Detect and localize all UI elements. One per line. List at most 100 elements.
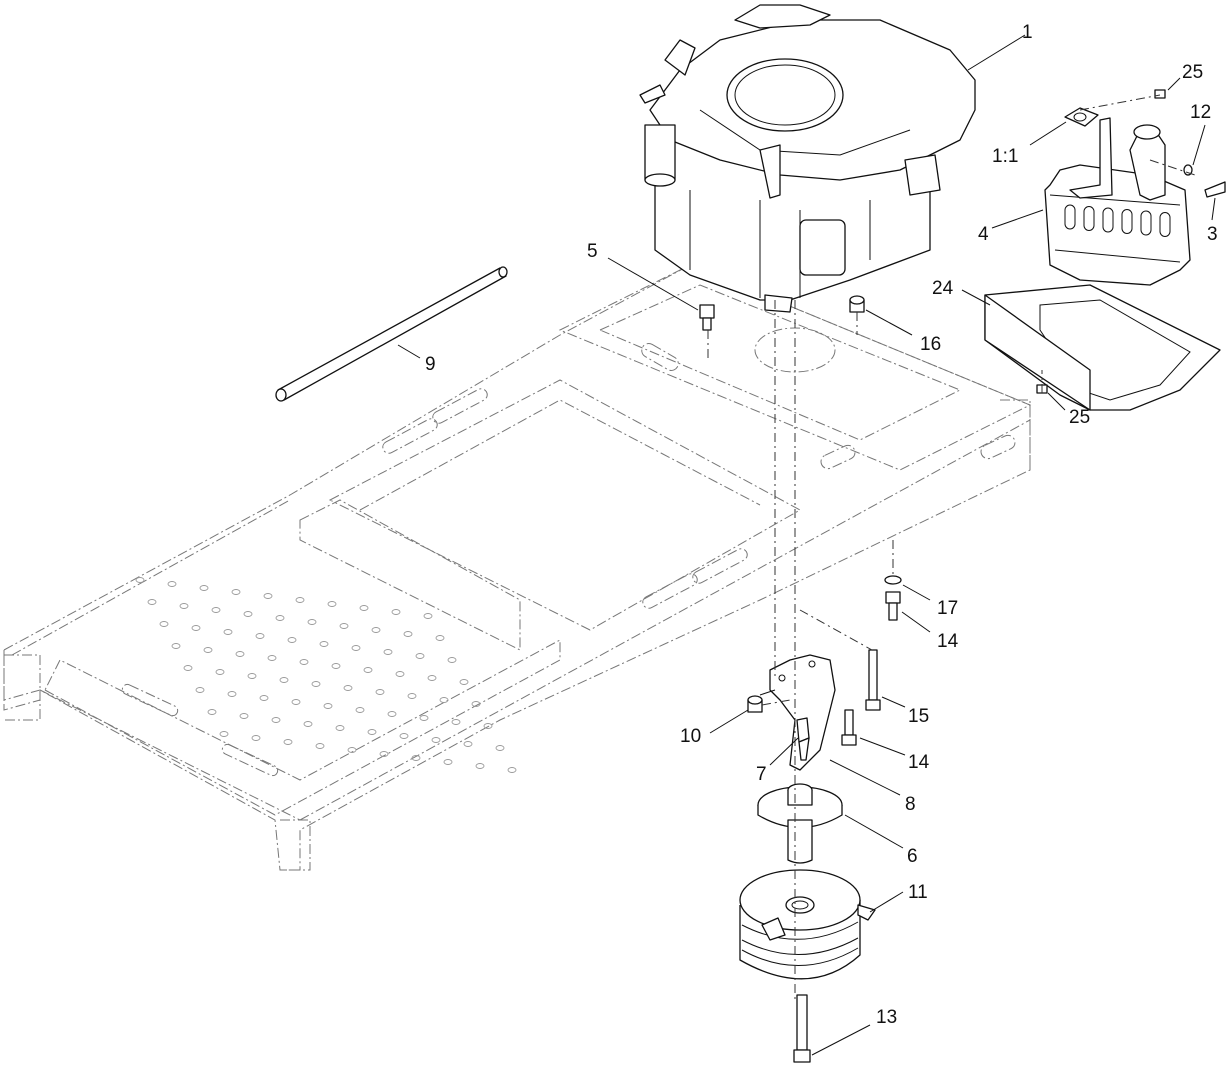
- deck-hole: [295, 597, 305, 603]
- callout-12: 12: [1190, 102, 1211, 123]
- deck-hole: [311, 681, 321, 687]
- deck-hole: [351, 645, 361, 651]
- deck-hole: [407, 693, 417, 699]
- callout-14: 14: [937, 631, 959, 652]
- deck-hole: [215, 669, 225, 675]
- muffler-fin: [1159, 212, 1171, 237]
- deck-hole: [347, 747, 357, 753]
- deck-hole: [219, 731, 229, 737]
- deck-hole: [135, 577, 145, 583]
- deck-hole: [231, 589, 241, 595]
- callout-1-1: 1:1: [992, 146, 1018, 167]
- deck-hole: [319, 641, 329, 647]
- callout-6: 6: [907, 846, 918, 867]
- deck-hole: [359, 605, 369, 611]
- deck-hole: [287, 637, 297, 643]
- deck-hole: [227, 691, 237, 697]
- callout-25b: 25: [1069, 407, 1090, 428]
- deck-hole: [263, 593, 273, 599]
- deck-hole: [387, 711, 397, 717]
- deck-hole: [415, 653, 425, 659]
- muffler-fin: [1064, 204, 1076, 230]
- deck-hole: [207, 709, 217, 715]
- leader-lines: [397, 34, 1216, 1056]
- deck-hole: [395, 671, 405, 677]
- deck-hole: [267, 655, 277, 661]
- callout-4: 4: [978, 224, 989, 245]
- deck-hole: [379, 751, 389, 757]
- deck-hole: [303, 721, 313, 727]
- pto-clutch-part-11: [739, 869, 876, 980]
- pulley-part-6: [757, 783, 843, 864]
- deck-hole: [323, 703, 333, 709]
- deck-hole: [179, 603, 189, 609]
- muffler-fin: [1140, 210, 1152, 236]
- deck-hole: [411, 755, 421, 761]
- deck-hole: [399, 733, 409, 739]
- deck-hole: [223, 629, 233, 635]
- deck-hole: [259, 695, 269, 701]
- deck-hole: [167, 581, 177, 587]
- deck-hole: [431, 737, 441, 743]
- callout-25: 25: [1182, 62, 1203, 83]
- deck-hole: [191, 625, 201, 631]
- deck-hole: [235, 651, 245, 657]
- callout-16: 16: [920, 334, 941, 355]
- deck-hole: [159, 621, 169, 627]
- callout-9: 9: [425, 354, 436, 375]
- deck-hole: [371, 627, 381, 633]
- mower-frame: [3, 264, 1032, 871]
- deck-hole: [247, 673, 257, 679]
- deck-hole: [367, 729, 377, 735]
- deck-hole: [471, 701, 481, 707]
- deck-hole: [251, 735, 261, 741]
- deck-hole: [483, 723, 493, 729]
- callout-14b: 14: [908, 752, 930, 773]
- callout-15: 15: [908, 706, 929, 727]
- deck-hole: [363, 667, 373, 673]
- deck-hole: [447, 657, 457, 663]
- callout-7: 7: [756, 764, 767, 785]
- deck-hole: [195, 687, 205, 693]
- deck-hole: [475, 763, 485, 769]
- deck-hole: [275, 615, 285, 621]
- deck-hole: [183, 665, 193, 671]
- deck-hole: [243, 611, 253, 617]
- deck-hole: [339, 623, 349, 629]
- callout-labels: 1 25 12 1:1 4 3 5 24 16 9 25 17 14 15 10…: [425, 22, 1218, 1028]
- callout-10: 10: [680, 726, 701, 747]
- callout-8: 8: [905, 794, 916, 815]
- deck-hole: [459, 679, 469, 685]
- deck-hole: [283, 739, 293, 745]
- deck-hole: [271, 717, 281, 723]
- tube-part-9: [275, 266, 508, 402]
- callout-17: 17: [937, 598, 958, 619]
- deck-hole: [419, 715, 429, 721]
- deck-hole: [427, 675, 437, 681]
- callout-5: 5: [587, 241, 598, 262]
- deck-hole: [203, 647, 213, 653]
- deck-hole: [315, 743, 325, 749]
- deck-hole: [331, 663, 341, 669]
- deck-perforations: [135, 577, 517, 773]
- deck-hole: [463, 741, 473, 747]
- deck-hole: [375, 689, 385, 695]
- clutch-bracket-part-8: [759, 654, 836, 771]
- deck-hole: [439, 697, 449, 703]
- muffler-fin: [1102, 207, 1114, 233]
- deck-hole: [355, 707, 365, 713]
- callout-11: 11: [908, 882, 928, 903]
- callout-13: 13: [876, 1007, 897, 1028]
- deck-hole: [451, 719, 461, 725]
- deck-hole: [343, 685, 353, 691]
- deck-hole: [423, 613, 433, 619]
- deck-hole: [507, 767, 517, 773]
- muffler-part-4: [1044, 107, 1191, 286]
- deck-hole: [299, 659, 309, 665]
- callout-24: 24: [932, 278, 954, 299]
- deck-hole: [443, 759, 453, 765]
- deck-hole: [279, 677, 289, 683]
- deck-hole: [239, 713, 249, 719]
